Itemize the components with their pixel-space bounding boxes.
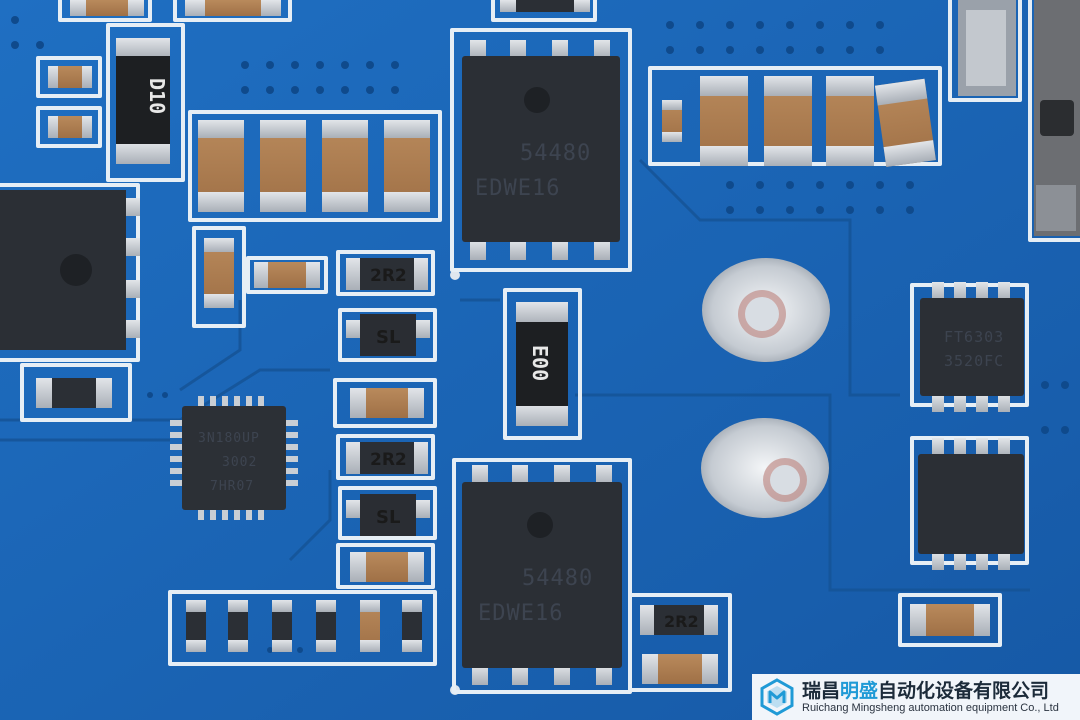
resistor-d10-marking: D10 [145, 78, 169, 114]
company-logo-icon [760, 678, 794, 716]
controller-marking-3: 7HR07 [210, 479, 254, 494]
plated-hole-bottom [701, 418, 829, 518]
controller-marking-2: 3002 [222, 455, 257, 470]
resistor-d10: D10 [116, 38, 170, 164]
plated-hole-top [702, 258, 830, 362]
capacitor-bank-left [198, 120, 430, 212]
inductor-2r2-c-marking: 2R2 [664, 612, 699, 631]
diode-sl-a: SL [346, 314, 430, 356]
mosfet-top: 54480 EDWE16 [462, 40, 620, 260]
capacitors-mid-column [350, 388, 990, 684]
inductor-2r2-a: 2R2 [346, 258, 428, 290]
resistor-e00-marking: E00 [528, 345, 552, 381]
capacitor-bank-right [662, 76, 936, 167]
partial-parts-top [70, 0, 590, 16]
inductor-2r2-b-marking: 2R2 [370, 450, 407, 470]
silkscreen [0, 0, 1080, 694]
resistor-e00: E00 [516, 302, 568, 426]
inductor-2r2-a-marking: 2R2 [370, 266, 407, 286]
small-passives-left [36, 66, 320, 408]
connector-right [958, 0, 1080, 236]
diode-sl-b-marking: SL [376, 507, 400, 528]
diode-sl-b: SL [346, 494, 430, 536]
controller-marking-1: 3N180UP [198, 431, 260, 446]
controller-ic: 3N180UP 3002 7HR07 [170, 396, 298, 520]
mosfet-top-marking-2: EDWE16 [475, 176, 560, 201]
ic-right-top-marking-2: 3520FC [944, 352, 1004, 370]
mosfet-left-partial [0, 190, 140, 350]
ic-right-top-marking-1: FT6303 [944, 328, 1004, 346]
ic-right-bottom [918, 438, 1024, 570]
mosfet-bottom-marking-2: EDWE16 [478, 601, 563, 626]
company-name: 瑞昌明盛自动化设备有限公司 [802, 679, 1050, 702]
inductor-2r2-b: 2R2 [346, 442, 428, 474]
resistor-row-bottom [186, 600, 422, 652]
diode-sl-a-marking: SL [376, 327, 400, 348]
mosfet-bottom: 54480 EDWE16 [462, 465, 622, 685]
vias [11, 16, 1069, 695]
mosfet-top-marking-1: 54480 [520, 141, 591, 166]
inductor-2r2-c: 2R2 [640, 605, 718, 635]
company-name-english: Ruichang Mingsheng automation equipment … [802, 701, 1059, 714]
ic-right-top: FT6303 3520FC [920, 282, 1024, 412]
mosfet-bottom-marking-1: 54480 [522, 566, 593, 591]
company-watermark: 瑞昌明盛自动化设备有限公司 Ruichang Mingsheng automat… [752, 674, 1080, 720]
